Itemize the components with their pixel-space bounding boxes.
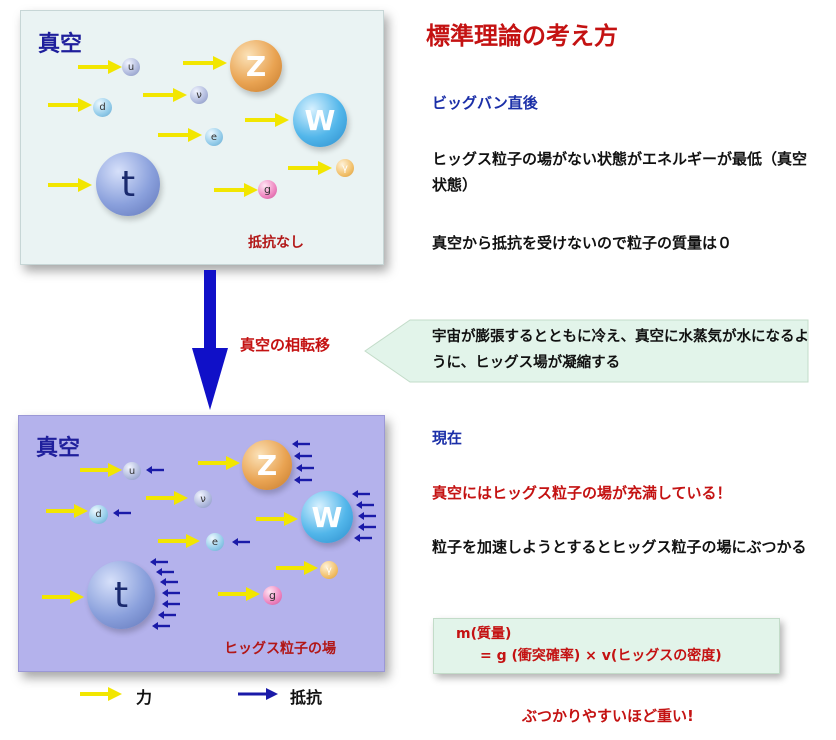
resistance-arrow — [146, 466, 164, 474]
callout-text: 宇宙が膨張するとともに冷え、真空に水蒸気が水になるように、ヒッグス場が凝縮する — [432, 329, 809, 371]
force-arrow — [198, 456, 240, 470]
early-universe-text-1: ヒッグス粒子の場がない状態がエネルギーが最低（真空状態） — [432, 150, 808, 194]
force-arrow — [78, 60, 122, 74]
resistance-arrow — [354, 534, 372, 542]
resistance-arrow — [358, 523, 376, 531]
resistance-arrow — [152, 622, 170, 630]
resistance-arrow — [352, 490, 370, 498]
resistance-arrow — [162, 600, 180, 608]
resistance-arrow — [232, 538, 250, 546]
resistance-arrow — [113, 509, 131, 517]
up-quark: u — [122, 58, 140, 76]
up-quark: u — [123, 462, 141, 480]
force-arrow — [288, 161, 332, 175]
resistance-arrow — [150, 558, 168, 566]
force-arrow — [143, 88, 187, 102]
force-arrow — [183, 56, 227, 70]
force-arrow — [218, 587, 260, 601]
force-arrow — [214, 183, 258, 197]
force-arrow — [158, 128, 202, 142]
present-text-1: 真空にはヒッグス粒子の場が充満している！ — [432, 484, 732, 502]
resistance-arrow — [294, 452, 312, 460]
resistance-arrow — [356, 501, 374, 509]
top-quark: t — [96, 152, 160, 216]
w-boson: W — [293, 93, 347, 147]
higgs-field-caption: ヒッグス粒子の場 — [224, 641, 336, 657]
legend-force-arrow — [80, 687, 122, 701]
force-arrow — [48, 178, 92, 192]
conclusion-text: ぶつかりやすいほど重い! — [522, 707, 694, 725]
down-quark: d — [93, 98, 112, 117]
resistance-arrow — [160, 578, 178, 586]
present-text-2: 粒子を加速しようとするとヒッグス粒子の場にぶつかる — [432, 538, 807, 556]
vacuum-panel-after — [18, 415, 385, 672]
resistance-arrow — [158, 611, 176, 619]
callout-box — [364, 319, 809, 383]
neutrino: ν — [190, 86, 208, 104]
vacuum-label-bottom: 真空 — [36, 436, 81, 461]
mass-formula-box: m(質量) = g (衝突確率) × v(ヒッグスの密度) — [433, 618, 780, 674]
z-boson: Z — [230, 40, 282, 92]
z-boson: Z — [242, 440, 292, 490]
photon: γ — [336, 159, 354, 177]
resistance-arrow — [162, 589, 180, 597]
legend-resistance-label: 抵抗 — [290, 688, 323, 707]
no-resistance-caption: 抵抗なし — [248, 235, 304, 251]
force-arrow — [158, 534, 200, 548]
legend-resistance-arrow — [238, 688, 278, 700]
phase-transition-arrow — [192, 270, 228, 410]
gluon: g — [258, 180, 277, 199]
photon: γ — [320, 561, 338, 579]
neutrino: ν — [194, 490, 212, 508]
force-arrow — [146, 491, 188, 505]
phase-transition-label: 真空の相転移 — [240, 336, 331, 354]
w-boson: W — [301, 491, 353, 543]
top-quark: t — [87, 561, 155, 629]
formula-line-2: = g (衝突確率) × v(ヒッグスの密度) — [480, 648, 722, 664]
force-arrow — [42, 590, 84, 604]
electron: e — [206, 533, 224, 551]
force-arrow — [80, 463, 122, 477]
early-universe-heading: ビッグバン直後 — [432, 94, 538, 112]
force-arrow — [256, 512, 298, 526]
early-universe-text-2: 真空から抵抗を受けないので粒子の質量は０ — [432, 234, 733, 252]
force-arrow — [48, 98, 92, 112]
formula-line-1: m(質量) — [456, 626, 512, 642]
resistance-arrow — [294, 476, 312, 484]
vacuum-label-top: 真空 — [38, 32, 83, 57]
force-arrow — [276, 561, 318, 575]
resistance-arrow — [358, 512, 376, 520]
electron: e — [205, 128, 223, 146]
resistance-arrow — [296, 464, 314, 472]
down-quark: d — [89, 505, 108, 524]
resistance-arrow — [156, 568, 174, 576]
present-heading: 現在 — [432, 429, 463, 447]
resistance-arrow — [292, 440, 310, 448]
force-arrow — [46, 504, 88, 518]
page-title: 標準理論の考え方 — [426, 22, 618, 50]
legend-force-label: 力 — [136, 688, 153, 707]
force-arrow — [245, 113, 289, 127]
legend-arrows — [80, 687, 278, 701]
gluon: g — [263, 586, 282, 605]
